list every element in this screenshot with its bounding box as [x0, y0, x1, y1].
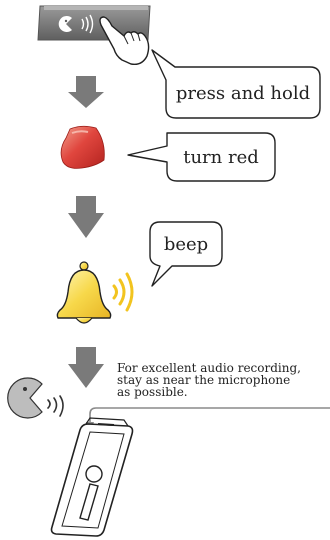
sound-waves-icon — [112, 272, 134, 312]
note-line-3: as possible. — [117, 385, 188, 399]
voice-waves-icon — [47, 395, 64, 417]
callout-beep-text: beep — [164, 234, 208, 255]
record-button-icon — [58, 14, 94, 34]
down-arrow-1 — [68, 76, 104, 108]
speaker-face-icon — [7, 377, 43, 419]
callout-press-and-hold-text: press and hold — [176, 83, 310, 104]
note-line-1: For excellent audio recording, — [117, 361, 301, 375]
microphone-pointer-line — [89, 407, 330, 428]
callout-beep: beep — [149, 221, 223, 287]
red-indicator-icon — [60, 125, 105, 169]
callout-turn-red-text: turn red — [183, 147, 259, 168]
recording-tip-note: For excellent audio recording, stay as n… — [117, 362, 330, 398]
hand-icon — [99, 16, 150, 66]
down-arrow-2 — [68, 196, 104, 238]
voice-recorder-device — [50, 417, 134, 537]
callout-press-and-hold: press and hold — [151, 49, 321, 119]
note-line-2: stay as near the microphone — [117, 373, 291, 387]
bell-icon — [56, 261, 112, 324]
down-arrow-3 — [68, 347, 104, 388]
callout-turn-red: turn red — [127, 132, 276, 182]
